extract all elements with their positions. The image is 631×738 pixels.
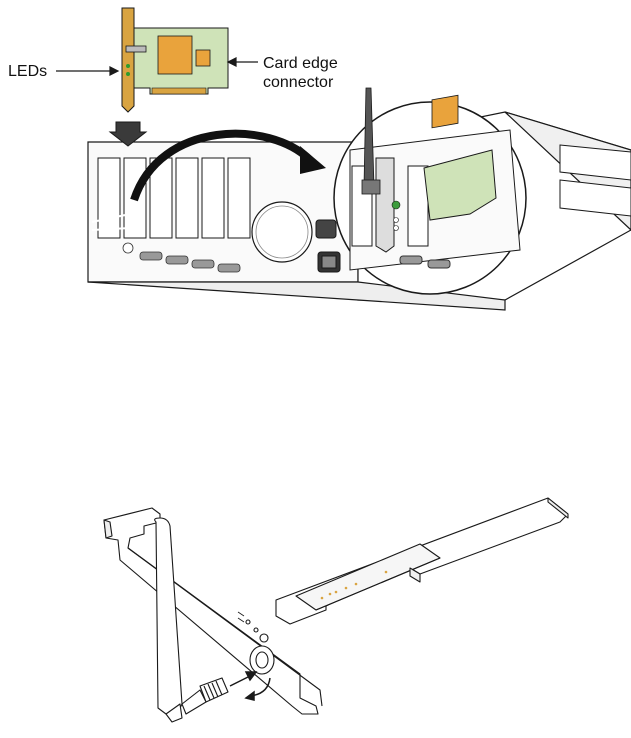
led-hole-2: [254, 628, 258, 632]
led-indicator-magnified: [392, 201, 400, 209]
card-edge-label-line2: connector: [263, 73, 338, 92]
led-indicator-1: [126, 64, 130, 68]
pc-installation-illustration: [0, 0, 631, 330]
pci-card-small: [122, 8, 228, 112]
led-hole-1: [246, 620, 250, 624]
antenna: [155, 518, 182, 714]
leds-label: LEDs: [8, 62, 47, 81]
led-indicator-2: [126, 72, 130, 76]
card-edge-label-line1: Card edge: [263, 54, 338, 73]
fan-opening: [252, 202, 312, 262]
attach-arrow-icon: [230, 672, 256, 686]
card-edge-connector-label: Card edge connector: [263, 54, 338, 92]
antenna-attachment-illustration: [0, 478, 631, 738]
